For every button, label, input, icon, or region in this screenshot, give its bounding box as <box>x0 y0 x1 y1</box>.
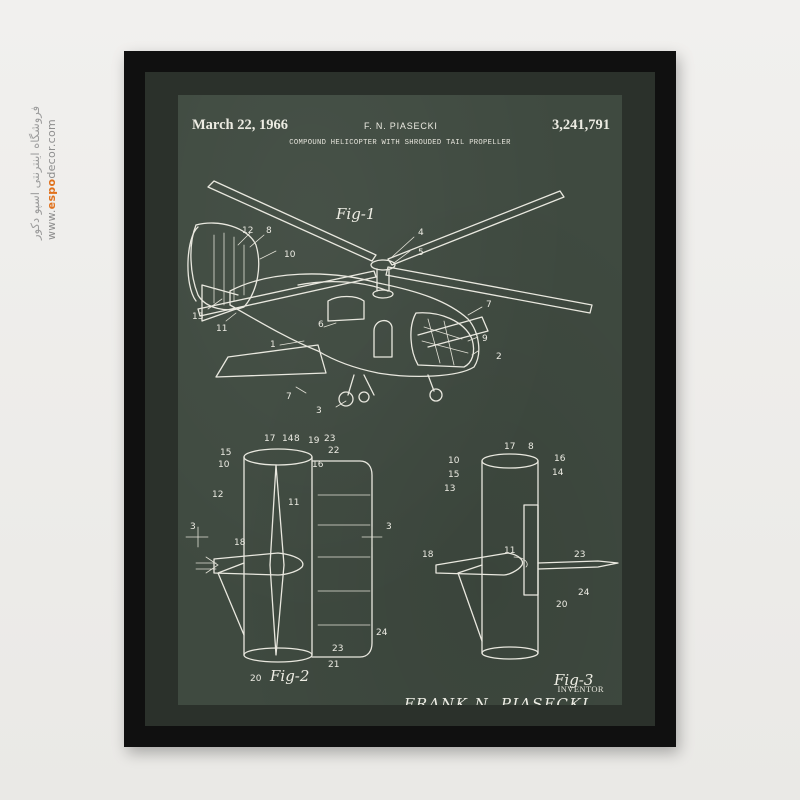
svg-text:14: 14 <box>552 468 564 478</box>
svg-text:8: 8 <box>266 226 272 236</box>
watermark-persian-text: فروشگاه اینترنتی اسپو دکور <box>28 106 42 240</box>
svg-text:11: 11 <box>288 498 299 508</box>
svg-text:3: 3 <box>316 406 322 416</box>
svg-text:17: 17 <box>504 442 515 452</box>
svg-text:15: 15 <box>220 448 231 458</box>
frame-mat: March 22, 1966 F. N. PIASECKI 3,241,791 … <box>145 72 655 726</box>
watermark-url: www.espodecor.com <box>45 119 58 240</box>
svg-text:23: 23 <box>324 434 335 444</box>
figure-2-drawing: Fig-2 3 3 17 14 8 19 23 15 22 10 16 12 1… <box>186 434 392 685</box>
svg-text:14: 14 <box>282 434 294 444</box>
svg-text:9: 9 <box>482 334 488 344</box>
svg-text:16: 16 <box>312 460 324 470</box>
svg-text:10: 10 <box>218 460 230 470</box>
svg-text:7: 7 <box>286 392 292 402</box>
svg-text:24: 24 <box>578 588 590 598</box>
svg-text:23: 23 <box>332 644 343 654</box>
watermark-url-suffix: decor.com <box>45 119 58 179</box>
svg-text:10: 10 <box>448 456 460 466</box>
svg-text:15: 15 <box>448 470 459 480</box>
svg-text:20: 20 <box>556 600 568 610</box>
watermark-url-prefix: www. <box>45 209 58 240</box>
svg-text:2: 2 <box>496 352 502 362</box>
svg-text:24: 24 <box>376 628 388 638</box>
svg-text:Fig-1: Fig-1 <box>335 205 375 223</box>
svg-text:8: 8 <box>528 442 534 452</box>
svg-text:12: 12 <box>212 490 223 500</box>
inventor-signature: FRANK N. PIASECKI <box>404 695 590 705</box>
svg-text:7: 7 <box>486 300 492 310</box>
svg-text:6: 6 <box>318 320 324 330</box>
svg-text:19: 19 <box>308 436 320 446</box>
svg-text:8: 8 <box>294 434 300 444</box>
svg-text:10: 10 <box>284 250 296 260</box>
patent-print: March 22, 1966 F. N. PIASECKI 3,241,791 … <box>178 95 622 705</box>
svg-text:Fig-2: Fig-2 <box>269 667 309 685</box>
helicopter-drawing: Fig-1 4 5 12 8 10 13 11 1 6 7 9 2 7 3 <box>188 181 592 416</box>
svg-text:5: 5 <box>418 248 424 258</box>
svg-text:13: 13 <box>444 484 455 494</box>
svg-text:1: 1 <box>270 340 276 350</box>
svg-text:3: 3 <box>386 522 392 532</box>
svg-text:17: 17 <box>264 434 275 444</box>
svg-text:21: 21 <box>328 660 339 670</box>
svg-text:18: 18 <box>422 550 434 560</box>
svg-text:3: 3 <box>190 522 196 532</box>
svg-text:16: 16 <box>554 454 566 464</box>
figure-3-drawing: Fig-3 17 8 10 16 15 14 13 11 23 18 24 20 <box>422 442 618 689</box>
svg-text:23: 23 <box>574 550 585 560</box>
store-watermark: فروشگاه اینترنتی اسپو دکور www.espodecor… <box>28 62 52 242</box>
svg-text:11: 11 <box>504 546 515 556</box>
svg-text:20: 20 <box>250 674 262 684</box>
patent-drawing: Fig-1 4 5 12 8 10 13 11 1 6 7 9 2 7 3 <box>178 95 622 705</box>
inventor-label: INVENTOR <box>558 684 604 694</box>
watermark-url-brand: espo <box>45 179 58 210</box>
svg-text:12: 12 <box>242 226 253 236</box>
svg-text:13: 13 <box>192 312 203 322</box>
svg-text:4: 4 <box>418 228 424 238</box>
picture-frame: March 22, 1966 F. N. PIASECKI 3,241,791 … <box>124 51 676 747</box>
svg-text:22: 22 <box>328 446 339 456</box>
svg-text:18: 18 <box>234 538 246 548</box>
svg-text:11: 11 <box>216 324 227 334</box>
